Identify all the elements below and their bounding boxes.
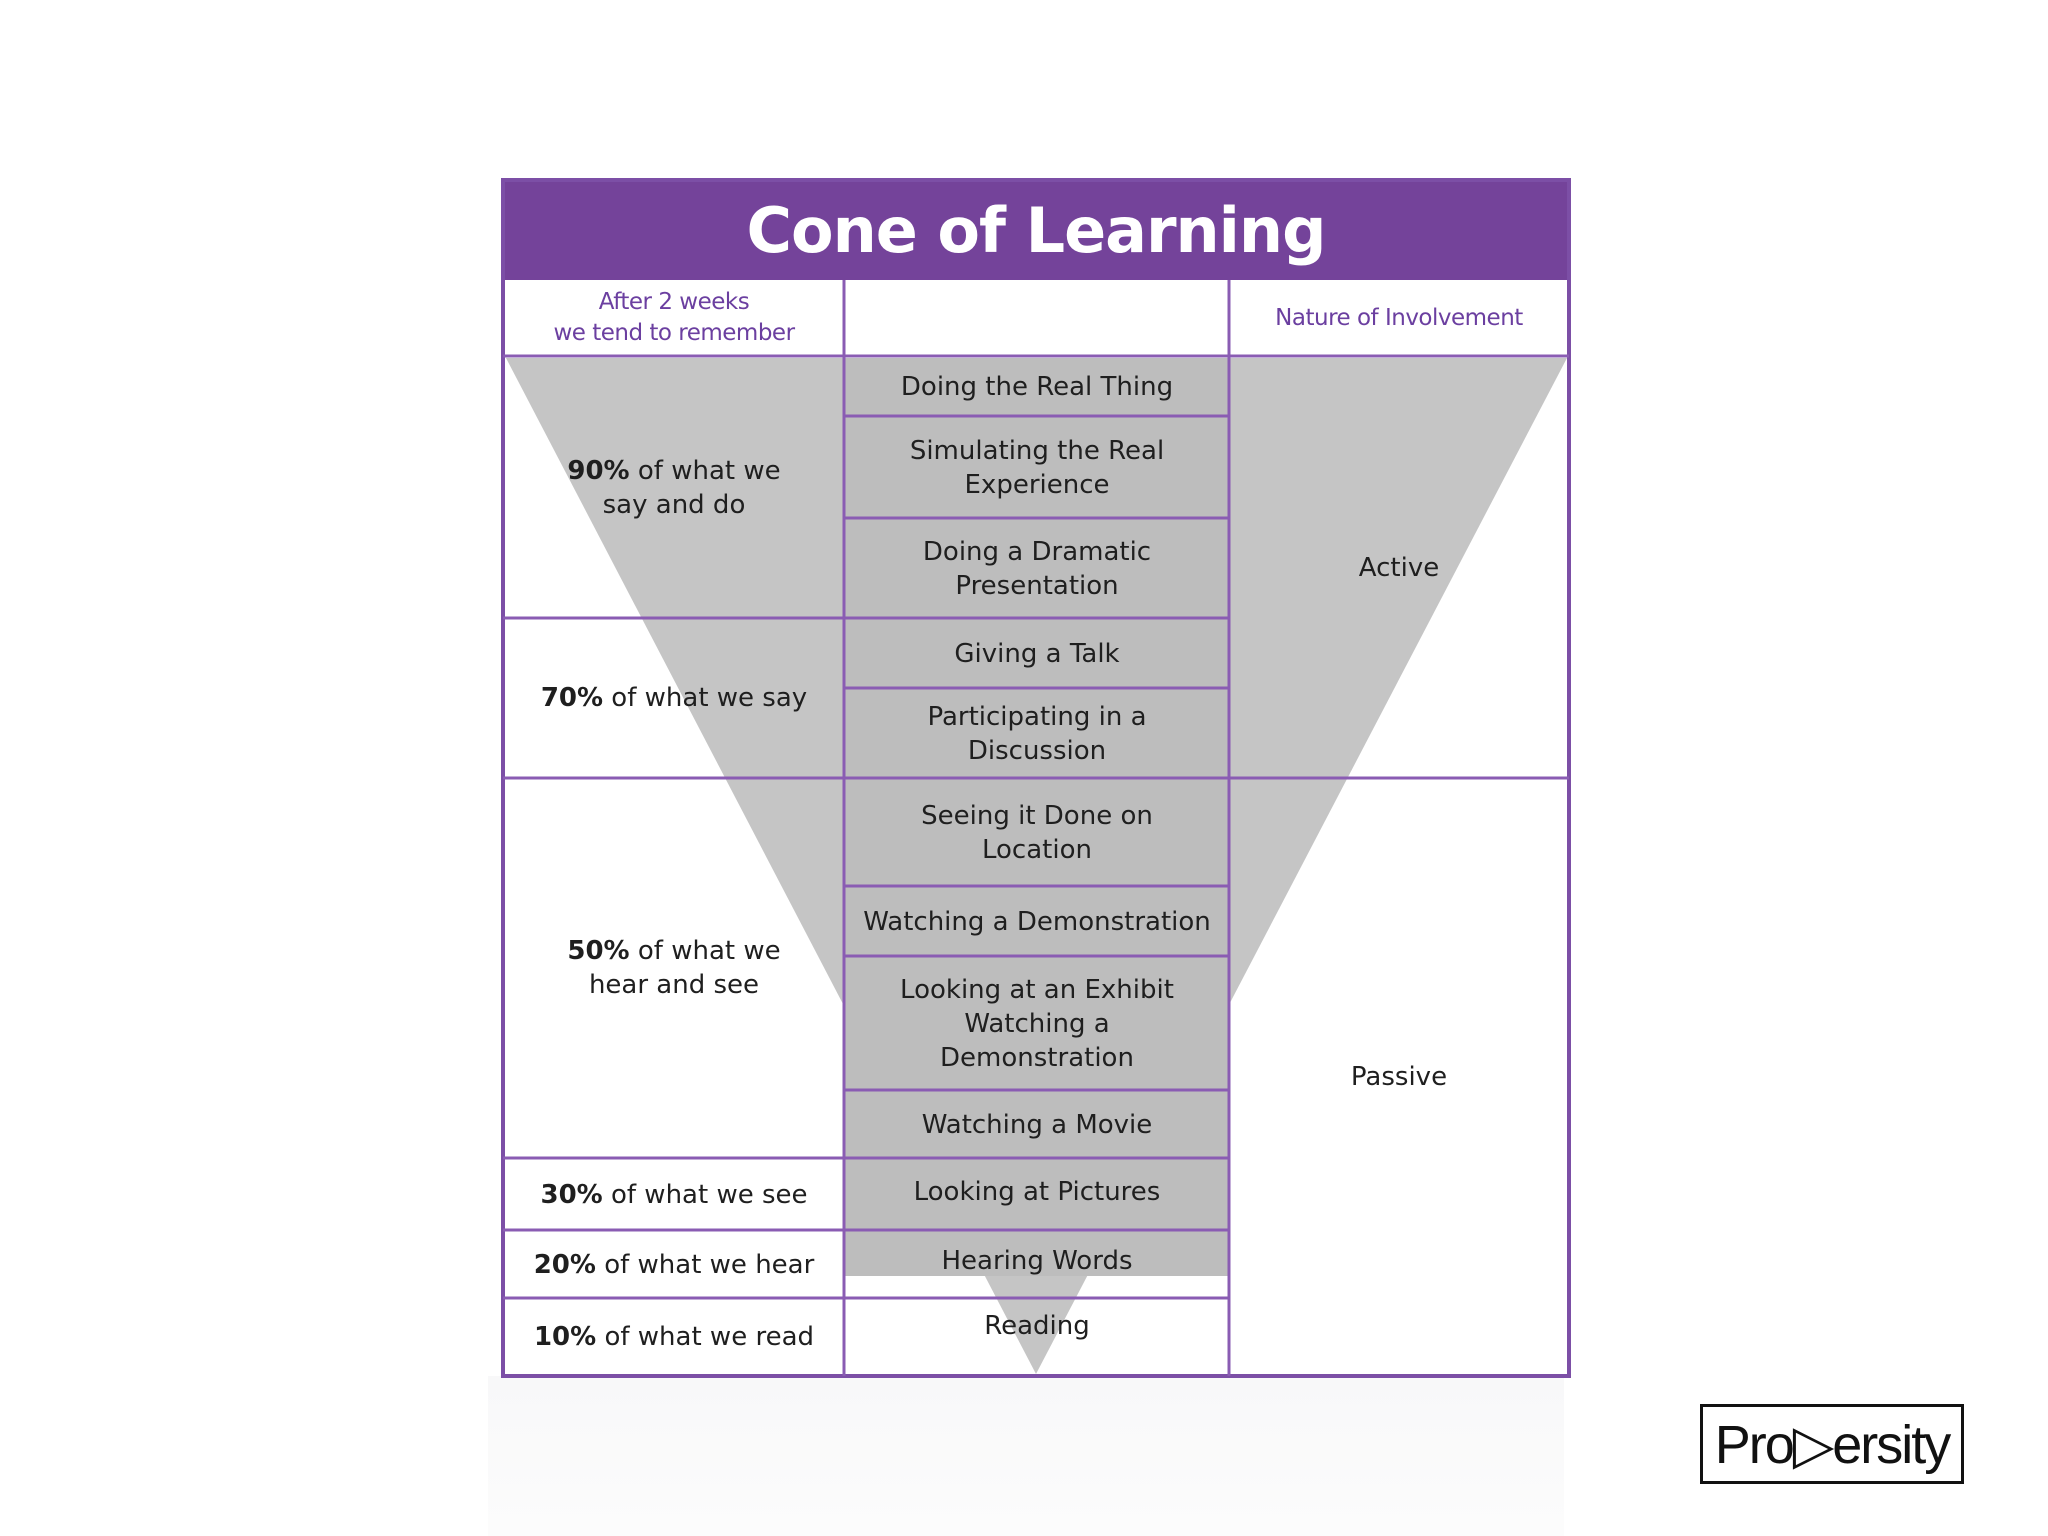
activity-seeing-location: Seeing it Done on Location [921, 801, 1153, 865]
activity-simulating: Simulating the Real Experience [909, 436, 1165, 500]
retention-20: 20% of what we hear [505, 1232, 843, 1298]
retention-10-text: of what we read [596, 1322, 815, 1352]
header-retention: After 2 weeks we tend to remember [553, 289, 795, 346]
retention-30-percent: 30% [540, 1180, 603, 1210]
retention-10-percent: 10% [533, 1322, 597, 1352]
involvement-active: Active [1358, 553, 1440, 583]
title-band [502, 180, 1570, 280]
header-involvement: Nature of Involvement [1275, 304, 1523, 331]
activity-exhibit: Looking at an Exhibit Watching a Demonst… [900, 975, 1174, 1073]
activity-movie: Watching a Movie [921, 1110, 1153, 1140]
activity-watching-demonstration: Watching a Demonstration [863, 907, 1211, 937]
retention-50: 50% of what we hear and see [505, 780, 843, 1156]
diagram-title: Cone of Learning [746, 193, 1327, 267]
retention-20-text: of what we hear [595, 1250, 815, 1280]
header-activity [846, 282, 1228, 354]
figure-shadow [488, 1376, 1564, 1536]
retention-50-text: of what we hear and see [588, 936, 781, 1000]
activity-dramatic-presentation: Doing a Dramatic Presentation [922, 537, 1152, 601]
retention-70: 70% of what we say [505, 620, 843, 776]
activity-hearing-words: Hearing Words [941, 1246, 1133, 1276]
involvement-passive: Passive [1350, 1062, 1448, 1092]
activity-giving-talk: Giving a Talk [954, 639, 1120, 669]
activity-cell-fill [844, 358, 1229, 1276]
retention-50-percent: 50% [567, 936, 630, 966]
retention-90: 90% of what we say and do [505, 358, 843, 618]
retention-70-percent: 70% [540, 683, 604, 713]
retention-90-text: of what we say and do [602, 456, 781, 520]
retention-70-text: of what we say [603, 683, 808, 713]
activity-reading: Reading [984, 1311, 1090, 1341]
retention-30-text: of what we see [602, 1180, 808, 1210]
retention-90-percent: 90% [567, 456, 630, 486]
retention-10: 10% of what we read [505, 1300, 843, 1374]
retention-30: 30% of what we see [505, 1160, 843, 1230]
retention-20-percent: 20% [533, 1250, 596, 1280]
activity-doing-real-thing: Doing the Real Thing [900, 372, 1174, 402]
activity-discussion: Participating in a Discussion [927, 702, 1147, 766]
activity-cell-fills [844, 358, 1229, 1276]
activity-pictures: Looking at Pictures [913, 1177, 1161, 1207]
proversity-logo: Pro▷ersity [1700, 1404, 1964, 1484]
